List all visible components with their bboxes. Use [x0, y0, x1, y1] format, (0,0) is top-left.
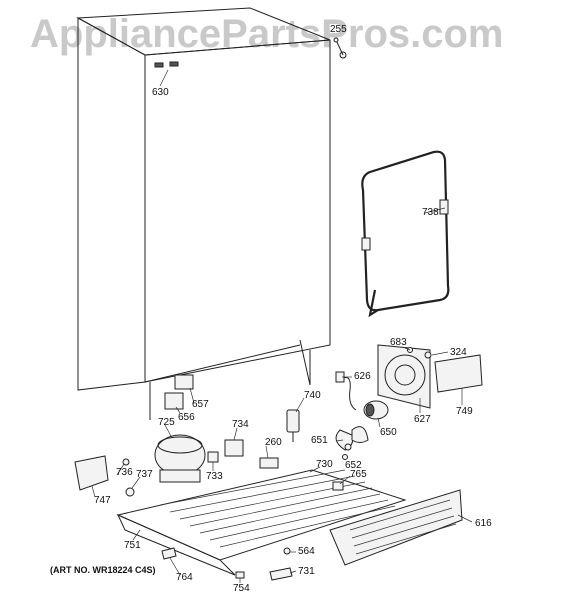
label-651: 651 [311, 435, 328, 446]
screw-324 [424, 351, 432, 359]
cover-749 [434, 354, 483, 393]
label-751: 751 [124, 540, 141, 551]
cabinet-slot-left [154, 62, 164, 68]
label-260: 260 [265, 437, 282, 448]
compressor-725 [154, 434, 206, 483]
label-657: 657 [192, 399, 209, 410]
relay-657 [174, 374, 194, 390]
label-627: 627 [414, 414, 431, 425]
heater-loop-738 [361, 150, 450, 318]
label-630: 630 [152, 87, 169, 98]
base-pan-751 [116, 514, 236, 576]
part-731 [269, 567, 293, 581]
part-765 [332, 481, 344, 491]
washer-652 [342, 454, 348, 460]
label-736: 736 [116, 467, 133, 478]
leader-lines [91, 69, 473, 583]
cabinet-slot-right [169, 61, 179, 67]
label-765: 765 [350, 469, 367, 480]
label-564: 564 [298, 546, 315, 557]
label-737: 737 [136, 469, 153, 480]
fan-blade-651 [335, 426, 369, 451]
label-730: 730 [316, 459, 333, 470]
label-324: 324 [450, 347, 467, 358]
bracket-747 [74, 455, 109, 491]
wire-626 [339, 377, 357, 411]
overload-656 [164, 392, 184, 410]
foot-754 [235, 571, 245, 579]
label-652: 652 [345, 460, 362, 471]
label-616: 616 [475, 518, 492, 529]
label-749: 749 [456, 406, 473, 417]
screw-564 [283, 547, 291, 555]
label-683: 683 [390, 337, 407, 348]
fan-shroud-627 [377, 344, 431, 409]
cabinet-shell [76, 7, 331, 420]
part-260 [259, 457, 279, 469]
back-panel-616 [329, 489, 463, 566]
art-number: (ART NO. WR18224 C4S) [50, 565, 156, 575]
part-733 [207, 451, 219, 463]
label-626: 626 [354, 371, 371, 382]
clip-736 [122, 458, 130, 466]
label-725: 725 [158, 417, 175, 428]
part-734 [224, 439, 244, 457]
label-738: 738 [422, 207, 439, 218]
fan-motor-650 [363, 400, 389, 420]
label-731: 731 [298, 566, 315, 577]
label-747: 747 [94, 495, 111, 506]
label-650: 650 [380, 427, 397, 438]
label-764: 764 [176, 572, 193, 583]
part-764 [161, 547, 177, 560]
label-733: 733 [206, 471, 223, 482]
watermark-text: AppliancePartsPros.com [30, 12, 504, 56]
grommet-737 [125, 487, 135, 497]
label-656: 656 [178, 412, 195, 423]
label-255: 255 [330, 24, 347, 35]
label-740: 740 [304, 390, 321, 401]
capacitor-740 [286, 409, 300, 442]
label-734: 734 [232, 419, 249, 430]
screw-255 [333, 37, 347, 59]
label-754: 754 [233, 583, 250, 594]
